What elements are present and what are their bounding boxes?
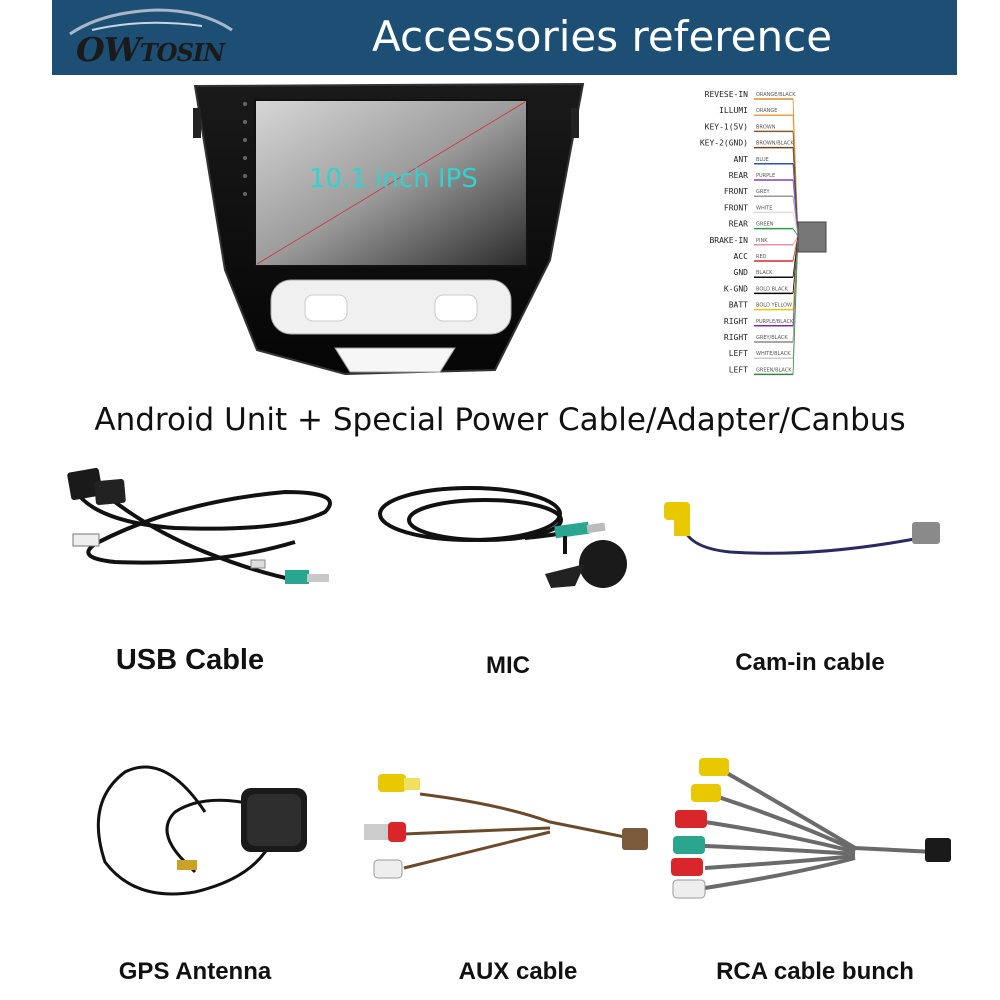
wiring-wire-color-label: GREY/BLACK bbox=[756, 335, 788, 341]
wiring-wire-color-label: PURPLE/BLACK bbox=[756, 319, 794, 325]
wiring-pin-row: KEY-2(GND) BROWN/BLACK bbox=[700, 139, 799, 237]
wiring-wire-color-label: BLACK bbox=[756, 270, 773, 276]
wiring-wire-color-label: ORANGE bbox=[756, 108, 777, 114]
wiring-wire-lead bbox=[792, 228, 799, 237]
wiring-wire-color-label: GREY bbox=[756, 189, 771, 195]
wiring-wire-color-label: WHITE/BLACK bbox=[756, 351, 791, 357]
car-silhouette-icon bbox=[69, 8, 233, 36]
header-banner: OWTOSIN Accessories reference bbox=[52, 0, 957, 75]
wiring-wire-color-label: GREEN/BLACK bbox=[756, 367, 792, 373]
wiring-pin-label: REVESE-IN bbox=[705, 90, 749, 99]
cam-in-cable-photo bbox=[660, 500, 950, 580]
wiring-pin-row: REAR GREEN bbox=[729, 220, 799, 237]
cam-in-cable-caption: Cam-in cable bbox=[735, 649, 885, 676]
page-title: Accessories reference bbox=[372, 12, 833, 61]
aux-cable-caption: AUX cable bbox=[458, 958, 578, 985]
brand-name: OWTOSIN bbox=[76, 30, 225, 69]
wiring-wire-lead bbox=[792, 196, 799, 237]
wiring-wire-color-label: BOLD BLACK bbox=[756, 286, 789, 292]
wiring-pin-row: FRONT WHITE bbox=[724, 203, 799, 237]
wiring-wire-lead bbox=[792, 235, 799, 245]
wiring-wire-color-label: BROWN bbox=[756, 124, 776, 130]
wiring-pin-row: FRONT GREY bbox=[724, 187, 799, 237]
wiring-wire-color-label: GREEN bbox=[756, 222, 774, 228]
wiring-wire-color-label: PINK bbox=[756, 238, 768, 244]
aux-cable-photo bbox=[360, 764, 660, 894]
wiring-pin-label: BATT bbox=[729, 301, 748, 310]
wiring-pin-label: ANT bbox=[734, 155, 749, 164]
wiring-pin-label: LEFT bbox=[729, 365, 748, 374]
android-unit-photo: 10.1 inch IPS bbox=[185, 80, 585, 400]
wiring-wire-color-label: ORANGE/BLACK bbox=[756, 92, 796, 98]
wiring-wire-color-label: BOLD YELLOW bbox=[756, 303, 792, 309]
usb-cable-caption: USB Cable bbox=[115, 644, 265, 676]
wiring-pin-label: FRONT bbox=[724, 187, 748, 196]
mic-photo bbox=[375, 474, 645, 604]
wiring-wire-lead bbox=[792, 212, 799, 237]
wiring-wire-color-label: PURPLE bbox=[756, 173, 775, 179]
gps-antenna-caption: GPS Antenna bbox=[118, 958, 272, 985]
wiring-pin-row: RIGHT PURPLE/BLACK bbox=[724, 235, 799, 327]
unit-package-headline: Android Unit + Special Power Cable/Adapt… bbox=[94, 402, 906, 438]
rca-cable-bunch-caption: RCA cable bunch bbox=[716, 958, 914, 985]
harness-connector bbox=[797, 221, 827, 253]
wiring-wire-color-label: BROWN/BLACK bbox=[756, 141, 794, 147]
screen-size-label: 10.1 inch IPS bbox=[309, 164, 478, 194]
wiring-pin-label: BRAKE-IN bbox=[709, 236, 748, 245]
usb-cable-photo bbox=[55, 462, 345, 612]
wiring-pin-label: REAR bbox=[729, 171, 748, 180]
brand-logo: OWTOSIN bbox=[62, 4, 252, 72]
wiring-wire-lead bbox=[792, 235, 799, 375]
wiring-pin-label: REAR bbox=[729, 220, 748, 229]
wiring-harness-diagram: REVESE-IN ORANGE/BLACK ILLUMI ORANGE KEY-1(5… bbox=[698, 86, 838, 386]
wiring-pin-row: BRAKE-IN PINK bbox=[709, 235, 799, 246]
wiring-pin-label: RIGHT bbox=[724, 317, 748, 326]
wiring-pin-label: GND bbox=[734, 268, 749, 277]
wiring-pin-label: LEFT bbox=[729, 349, 748, 358]
wiring-pin-label: KEY-1(5V) bbox=[705, 122, 748, 131]
wiring-pin-label: ACC bbox=[734, 252, 749, 261]
gps-antenna-photo bbox=[85, 752, 325, 912]
wiring-pin-label: ILLUMI bbox=[719, 106, 748, 115]
wiring-wire-color-label: BLUE bbox=[756, 157, 769, 163]
wiring-pin-label: KEY-2(GND) bbox=[700, 139, 748, 148]
wiring-wire-color-label: WHITE bbox=[756, 205, 772, 211]
mic-caption: MIC bbox=[486, 652, 530, 679]
wiring-wire-color-label: RED bbox=[756, 254, 767, 260]
wiring-pin-row: LEFT GREEN/BLACK bbox=[729, 235, 799, 376]
wiring-pin-label: FRONT bbox=[724, 203, 748, 212]
rca-cable-bunch-photo bbox=[655, 752, 955, 912]
wiring-pin-label: K-GND bbox=[724, 284, 748, 293]
wiring-pin-label: RIGHT bbox=[724, 333, 748, 342]
